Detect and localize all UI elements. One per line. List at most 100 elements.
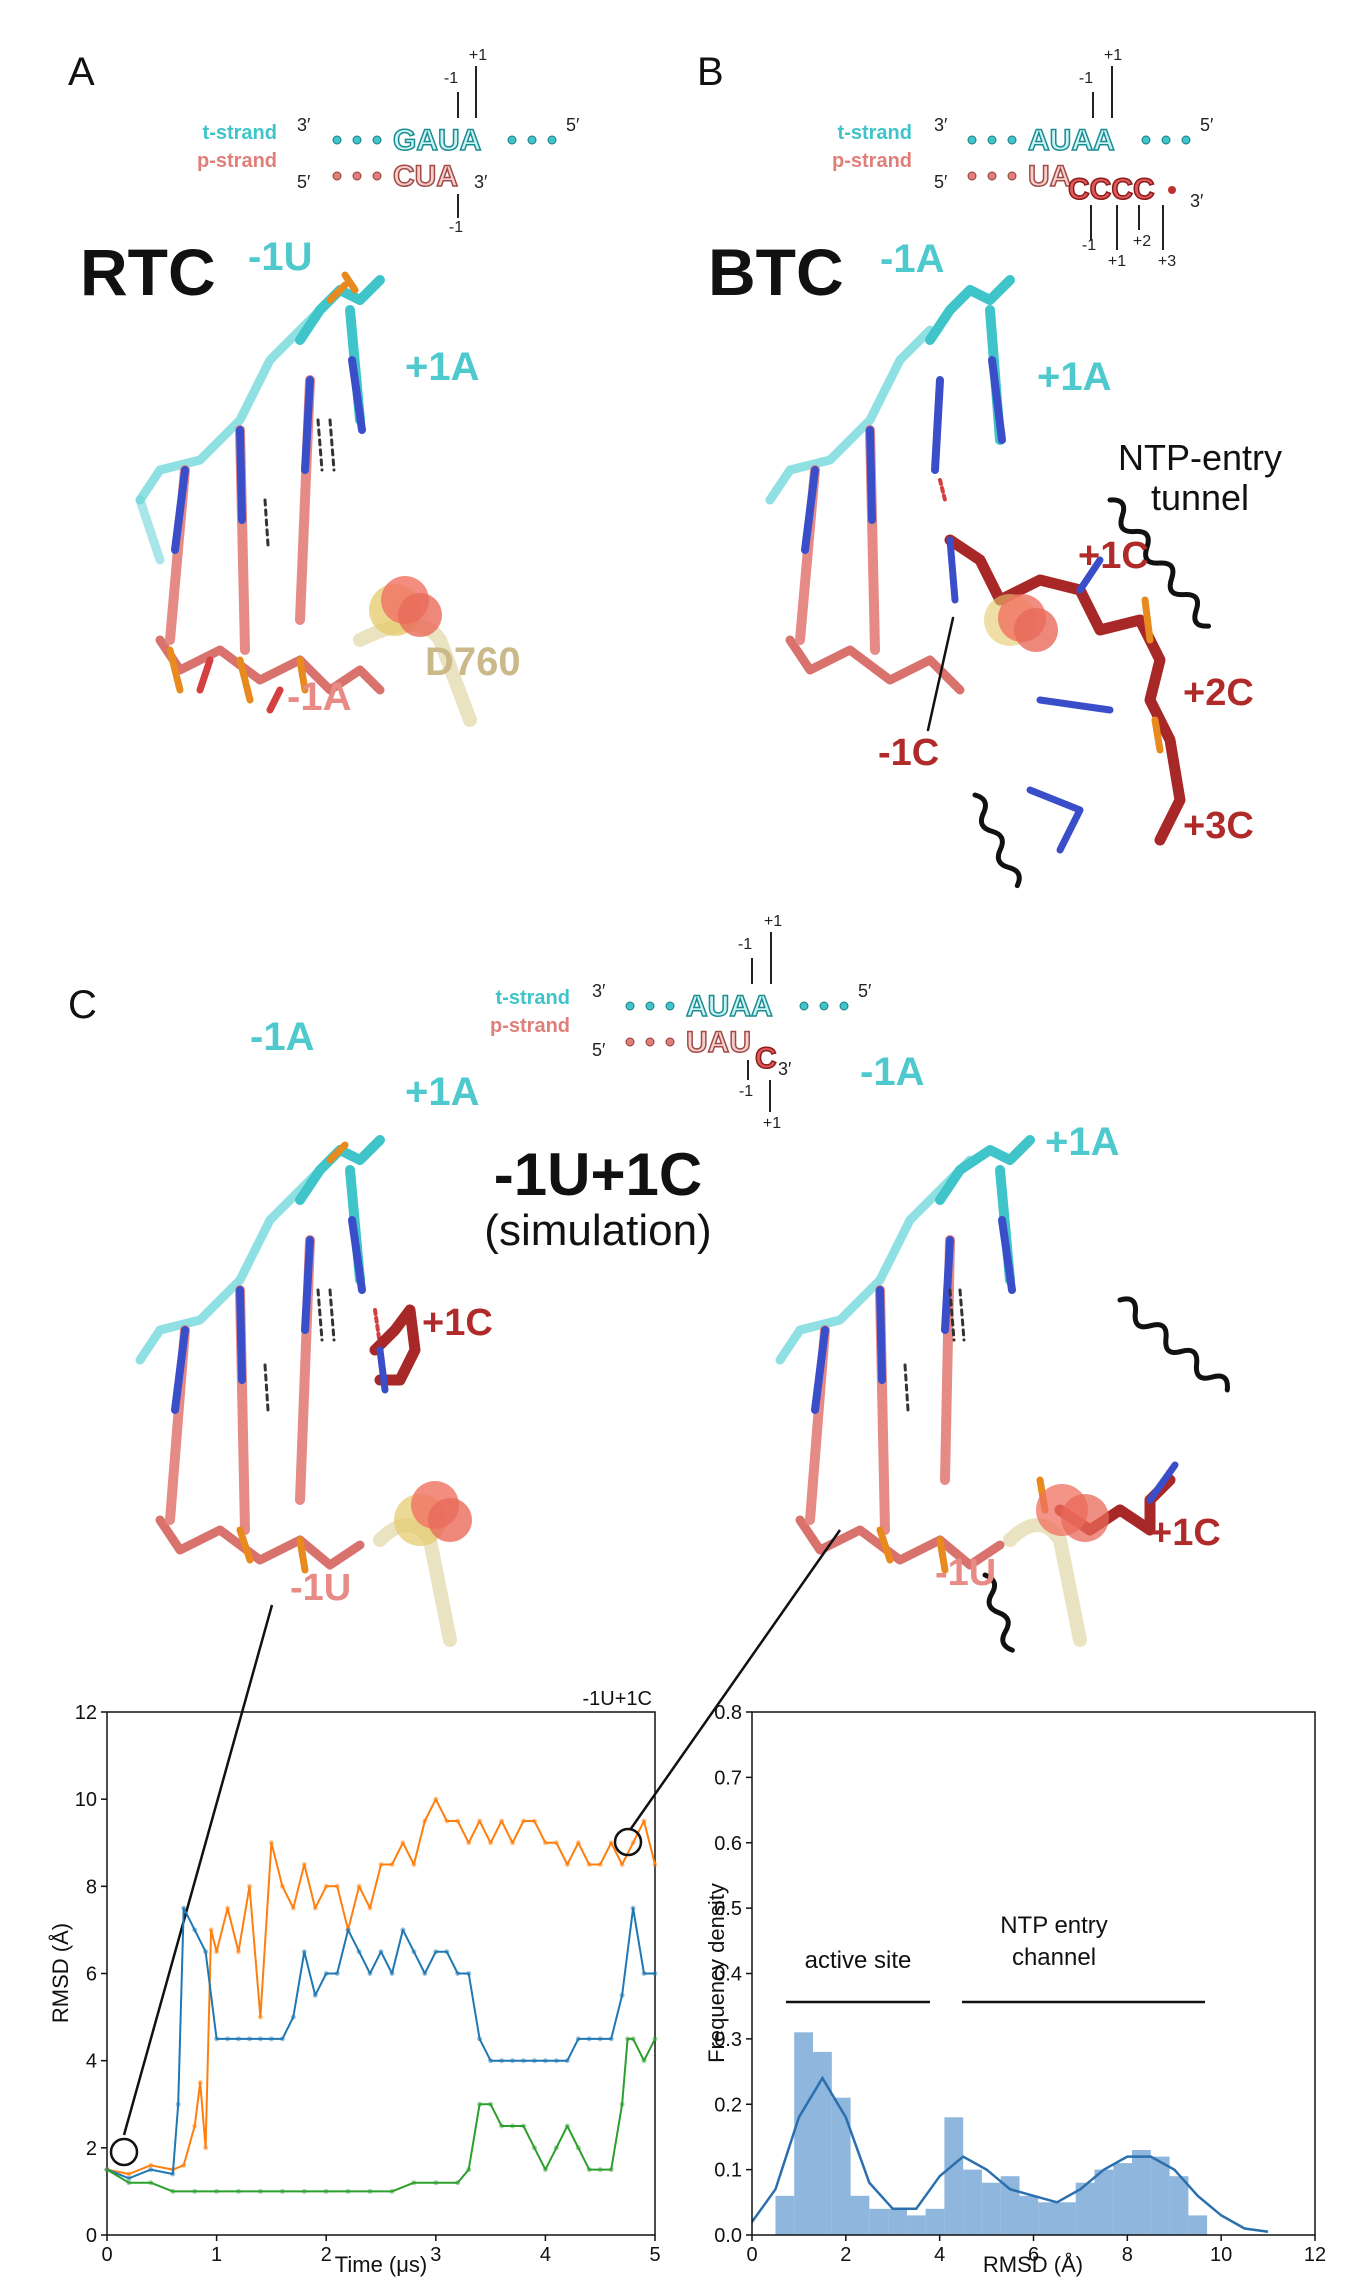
chart1-xtick-label-3: 3 bbox=[430, 2244, 441, 2266]
chart1-point-0-39 bbox=[542, 1840, 548, 1846]
chart1-point-2-17 bbox=[466, 2167, 472, 2173]
chart1-xtick-label-2: 2 bbox=[321, 2244, 332, 2266]
chart1-point-1-9 bbox=[225, 2036, 231, 2042]
chart1-point-0-14 bbox=[268, 1840, 274, 1846]
chart2-xtick-label-4: 8 bbox=[1122, 2244, 1133, 2266]
chart1-point-1-37 bbox=[531, 2058, 537, 2064]
panel-letter-c: C bbox=[68, 983, 97, 1027]
chart1-point-1-33 bbox=[488, 2058, 494, 2064]
nt-label-a-m1u: -1U bbox=[248, 235, 312, 279]
chart1-point-0-18 bbox=[312, 1905, 318, 1911]
pos-label-c-bm1: -1 bbox=[739, 1083, 753, 1100]
chart1-point-2-0 bbox=[104, 2167, 110, 2173]
p-strand-label-b: p-strand bbox=[832, 150, 912, 172]
chart1-point-0-19 bbox=[323, 1883, 329, 1889]
panel-c: C t-strand p-strand 3′ 5′ AUAA UAU C 5′ … bbox=[68, 913, 1230, 2136]
chart2-bar-11 bbox=[981, 2182, 1001, 2235]
chart2-bar-19 bbox=[1132, 2150, 1151, 2235]
marker-end bbox=[613, 1827, 643, 1857]
pos-label-a-m1: -1 bbox=[444, 70, 458, 87]
chart1-point-0-5 bbox=[192, 2123, 198, 2129]
chart2-bar-14 bbox=[1038, 2202, 1057, 2235]
t-strand-label-b: t-strand bbox=[838, 122, 912, 144]
connector-left bbox=[122, 1604, 274, 2136]
p-strand-end-dot-b bbox=[1168, 186, 1176, 194]
chart1-point-1-4 bbox=[175, 2101, 181, 2107]
t-strand-dots-a bbox=[332, 135, 557, 145]
chart1-point-0-12 bbox=[247, 1883, 252, 1889]
nt-label-a-p1a: +1A bbox=[405, 345, 480, 389]
chart1-point-0-27 bbox=[411, 1862, 417, 1867]
chart1-point-0-24 bbox=[378, 1862, 384, 1867]
chart2-ytick-label-3: 0.3 bbox=[714, 2029, 742, 2051]
chart1-point-1-19 bbox=[334, 1971, 340, 1976]
annotation-active-site: active site bbox=[805, 1947, 912, 1974]
nt-label-b-m1a: -1A bbox=[880, 237, 944, 281]
chart1-xtick-label-4: 4 bbox=[540, 2244, 551, 2266]
chart1-ytick-label-4: 8 bbox=[86, 1876, 97, 1898]
chart1-point-1-47 bbox=[641, 1971, 647, 1976]
chart1-point-2-28 bbox=[586, 2167, 592, 2173]
chart1-point-2-9 bbox=[301, 2188, 307, 2194]
chart2-bar-6 bbox=[888, 2208, 907, 2235]
chart1-point-2-6 bbox=[236, 2188, 241, 2194]
chart2-xtick-label-5: 10 bbox=[1210, 2244, 1232, 2266]
p-5prime-a: 5′ bbox=[297, 172, 311, 192]
chart1-point-0-10 bbox=[225, 1905, 231, 1911]
chart1-title: -1U+1C bbox=[583, 1688, 652, 1710]
chart1-point-0-46 bbox=[619, 1862, 625, 1867]
chart2-yticks: 0.00.10.20.30.40.50.60.70.8 bbox=[714, 1702, 752, 2247]
chart1-frame bbox=[106, 1711, 656, 2236]
chart1-point-1-38 bbox=[542, 2058, 548, 2064]
chart1-point-2-8 bbox=[279, 2188, 285, 2194]
chart1-point-0-15 bbox=[279, 1883, 285, 1889]
chart1-point-1-31 bbox=[466, 1971, 472, 1976]
chart1-ytick-label-3: 6 bbox=[86, 1964, 97, 1986]
chart1-point-0-30 bbox=[444, 1818, 450, 1824]
chart1-point-2-12 bbox=[367, 2188, 373, 2194]
nt-label-c-right-m1a: -1A bbox=[860, 1050, 924, 1094]
tunnel-label-line1: NTP-entry bbox=[1118, 437, 1282, 478]
nt-label-b-p1a: +1A bbox=[1037, 355, 1112, 399]
p-3prime-c: 3′ bbox=[778, 1059, 792, 1079]
t-seq-c: AUAA bbox=[686, 990, 773, 1023]
chart1-point-0-16 bbox=[290, 1905, 296, 1911]
chart1-point-2-4 bbox=[192, 2188, 198, 2194]
chart1-point-2-22 bbox=[521, 2123, 526, 2129]
p-5prime-b: 5′ bbox=[934, 172, 948, 192]
chart1-point-2-34 bbox=[641, 2058, 647, 2064]
p-3prime-b: 3′ bbox=[1190, 191, 1204, 211]
chart2-bar-17 bbox=[1094, 2169, 1114, 2235]
chart1-point-2-24 bbox=[542, 2167, 548, 2173]
chart2-bar-16 bbox=[1075, 2182, 1095, 2235]
chart2-ytick-label-4: 0.4 bbox=[714, 1964, 742, 1986]
tunnel-label-line2: tunnel bbox=[1151, 477, 1249, 518]
nt-label-b-p2c: +2C bbox=[1183, 672, 1254, 714]
chart2-bar-15 bbox=[1057, 2202, 1076, 2235]
p-5prime-c: 5′ bbox=[592, 1040, 606, 1060]
chart2-xtick-label-2: 4 bbox=[934, 2244, 945, 2266]
pos-label-a-bm1: -1 bbox=[449, 219, 463, 236]
chart1-point-2-19 bbox=[488, 2101, 494, 2107]
complex-label-rtc: RTC bbox=[80, 235, 216, 309]
chart1-point-1-36 bbox=[521, 2058, 526, 2064]
chart1-point-0-37 bbox=[521, 1818, 526, 1824]
chart2-bar-8 bbox=[925, 2208, 945, 2235]
chart1-point-0-6 bbox=[197, 2080, 203, 2085]
chart1-point-0-33 bbox=[477, 1818, 483, 1824]
t-strand-dots-c bbox=[625, 1001, 849, 1011]
pos-label-a-p1: +1 bbox=[469, 47, 487, 64]
rna-structure-c-left bbox=[135, 1135, 472, 1647]
chart2-bar-21 bbox=[1169, 2176, 1189, 2235]
chart1-point-0-4 bbox=[181, 2162, 187, 2168]
panel-letter-b: B bbox=[697, 50, 724, 94]
chart1-point-0-22 bbox=[356, 1883, 362, 1889]
pos-label-b-bp3: +3 bbox=[1158, 253, 1176, 270]
chart1-point-1-48 bbox=[652, 1971, 658, 1976]
chart1-point-0-11 bbox=[236, 1949, 241, 1955]
chart1-point-1-35 bbox=[510, 2058, 515, 2064]
chart1-ytick-label-0: 0 bbox=[86, 2225, 97, 2247]
chart1-point-2-32 bbox=[625, 2036, 631, 2042]
